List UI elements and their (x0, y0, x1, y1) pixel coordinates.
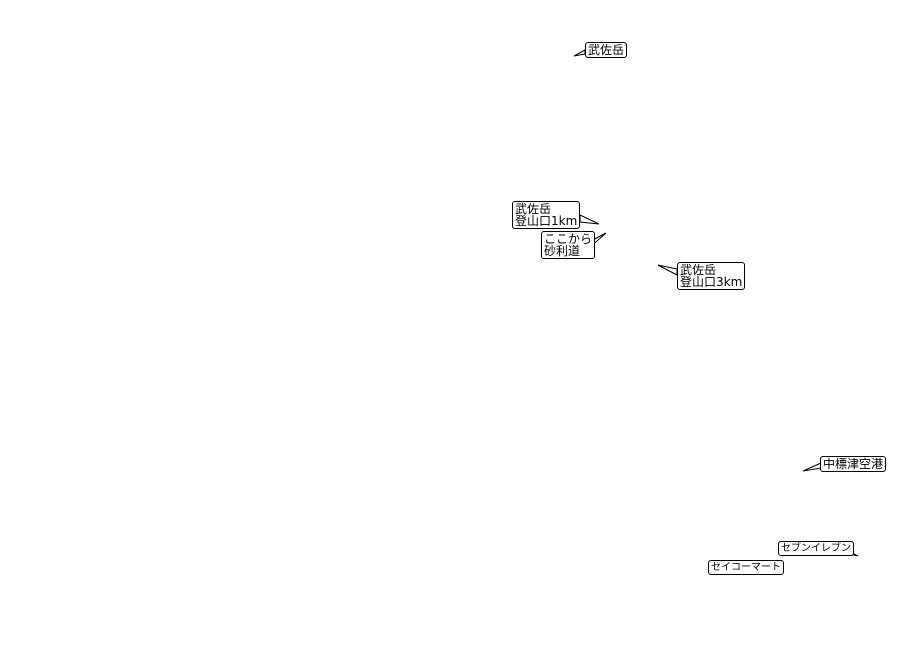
label-text: 中標津空港 (823, 457, 884, 471)
pointer-airport (802, 462, 822, 472)
pointer-takesa-dake (573, 49, 586, 57)
label-trailhead-1km[interactable]: 武佐岳 登山口1km (512, 201, 581, 229)
label-text: 登山口3km (680, 275, 743, 289)
label-text: セブンイレブン (781, 543, 851, 554)
label-text: セイコーマート (711, 562, 781, 573)
pointer-trailhead-1km (579, 214, 600, 225)
label-text: 武佐岳 (680, 263, 717, 277)
label-trailhead-3km[interactable]: 武佐岳 登山口3km (677, 262, 746, 290)
label-text: 武佐岳 (515, 202, 552, 216)
label-nakashibetsu-airport[interactable]: 中標津空港 (820, 456, 887, 472)
label-gravel-road[interactable]: ここから 砂利道 (541, 231, 596, 259)
label-text: 砂利道 (544, 244, 581, 258)
label-seicomart[interactable]: セイコーマート (708, 560, 784, 575)
label-takesa-dake[interactable]: 武佐岳 (585, 42, 628, 58)
label-text: 武佐岳 (588, 43, 625, 57)
label-text: ここから (544, 232, 593, 246)
label-seven-eleven[interactable]: セブンイレブン (778, 541, 854, 556)
label-text: 登山口1km (515, 214, 578, 228)
pointer-trailhead-3km (657, 264, 678, 276)
